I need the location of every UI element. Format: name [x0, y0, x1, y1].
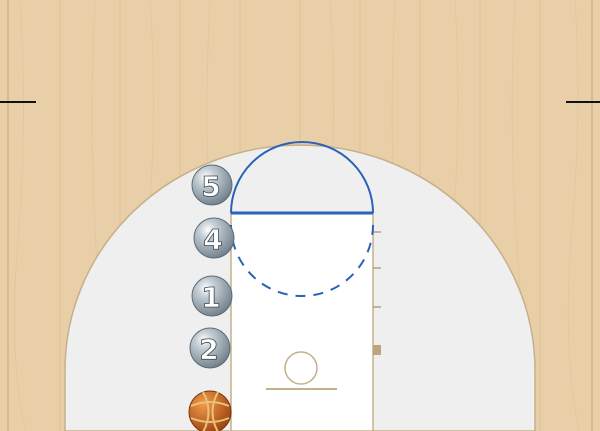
player-label-2: 2: [199, 333, 218, 366]
free-throw-circle-top: [230, 141, 374, 214]
rim: [284, 351, 318, 385]
player-marker-1[interactable]: 1: [191, 275, 233, 317]
player-label-1: 1: [201, 281, 220, 314]
player-label-5: 5: [201, 170, 220, 203]
lane-block: [373, 345, 381, 355]
player-marker-2[interactable]: 2: [189, 327, 231, 369]
lane-key: [230, 212, 374, 431]
player-marker-4[interactable]: 4: [193, 217, 235, 259]
player-marker-5[interactable]: 5: [191, 164, 233, 206]
lane-hash-marks: [373, 231, 381, 308]
player-label-4: 4: [203, 223, 222, 256]
basketball-icon[interactable]: [188, 390, 232, 431]
free-throw-circle-bottom: [230, 224, 374, 297]
